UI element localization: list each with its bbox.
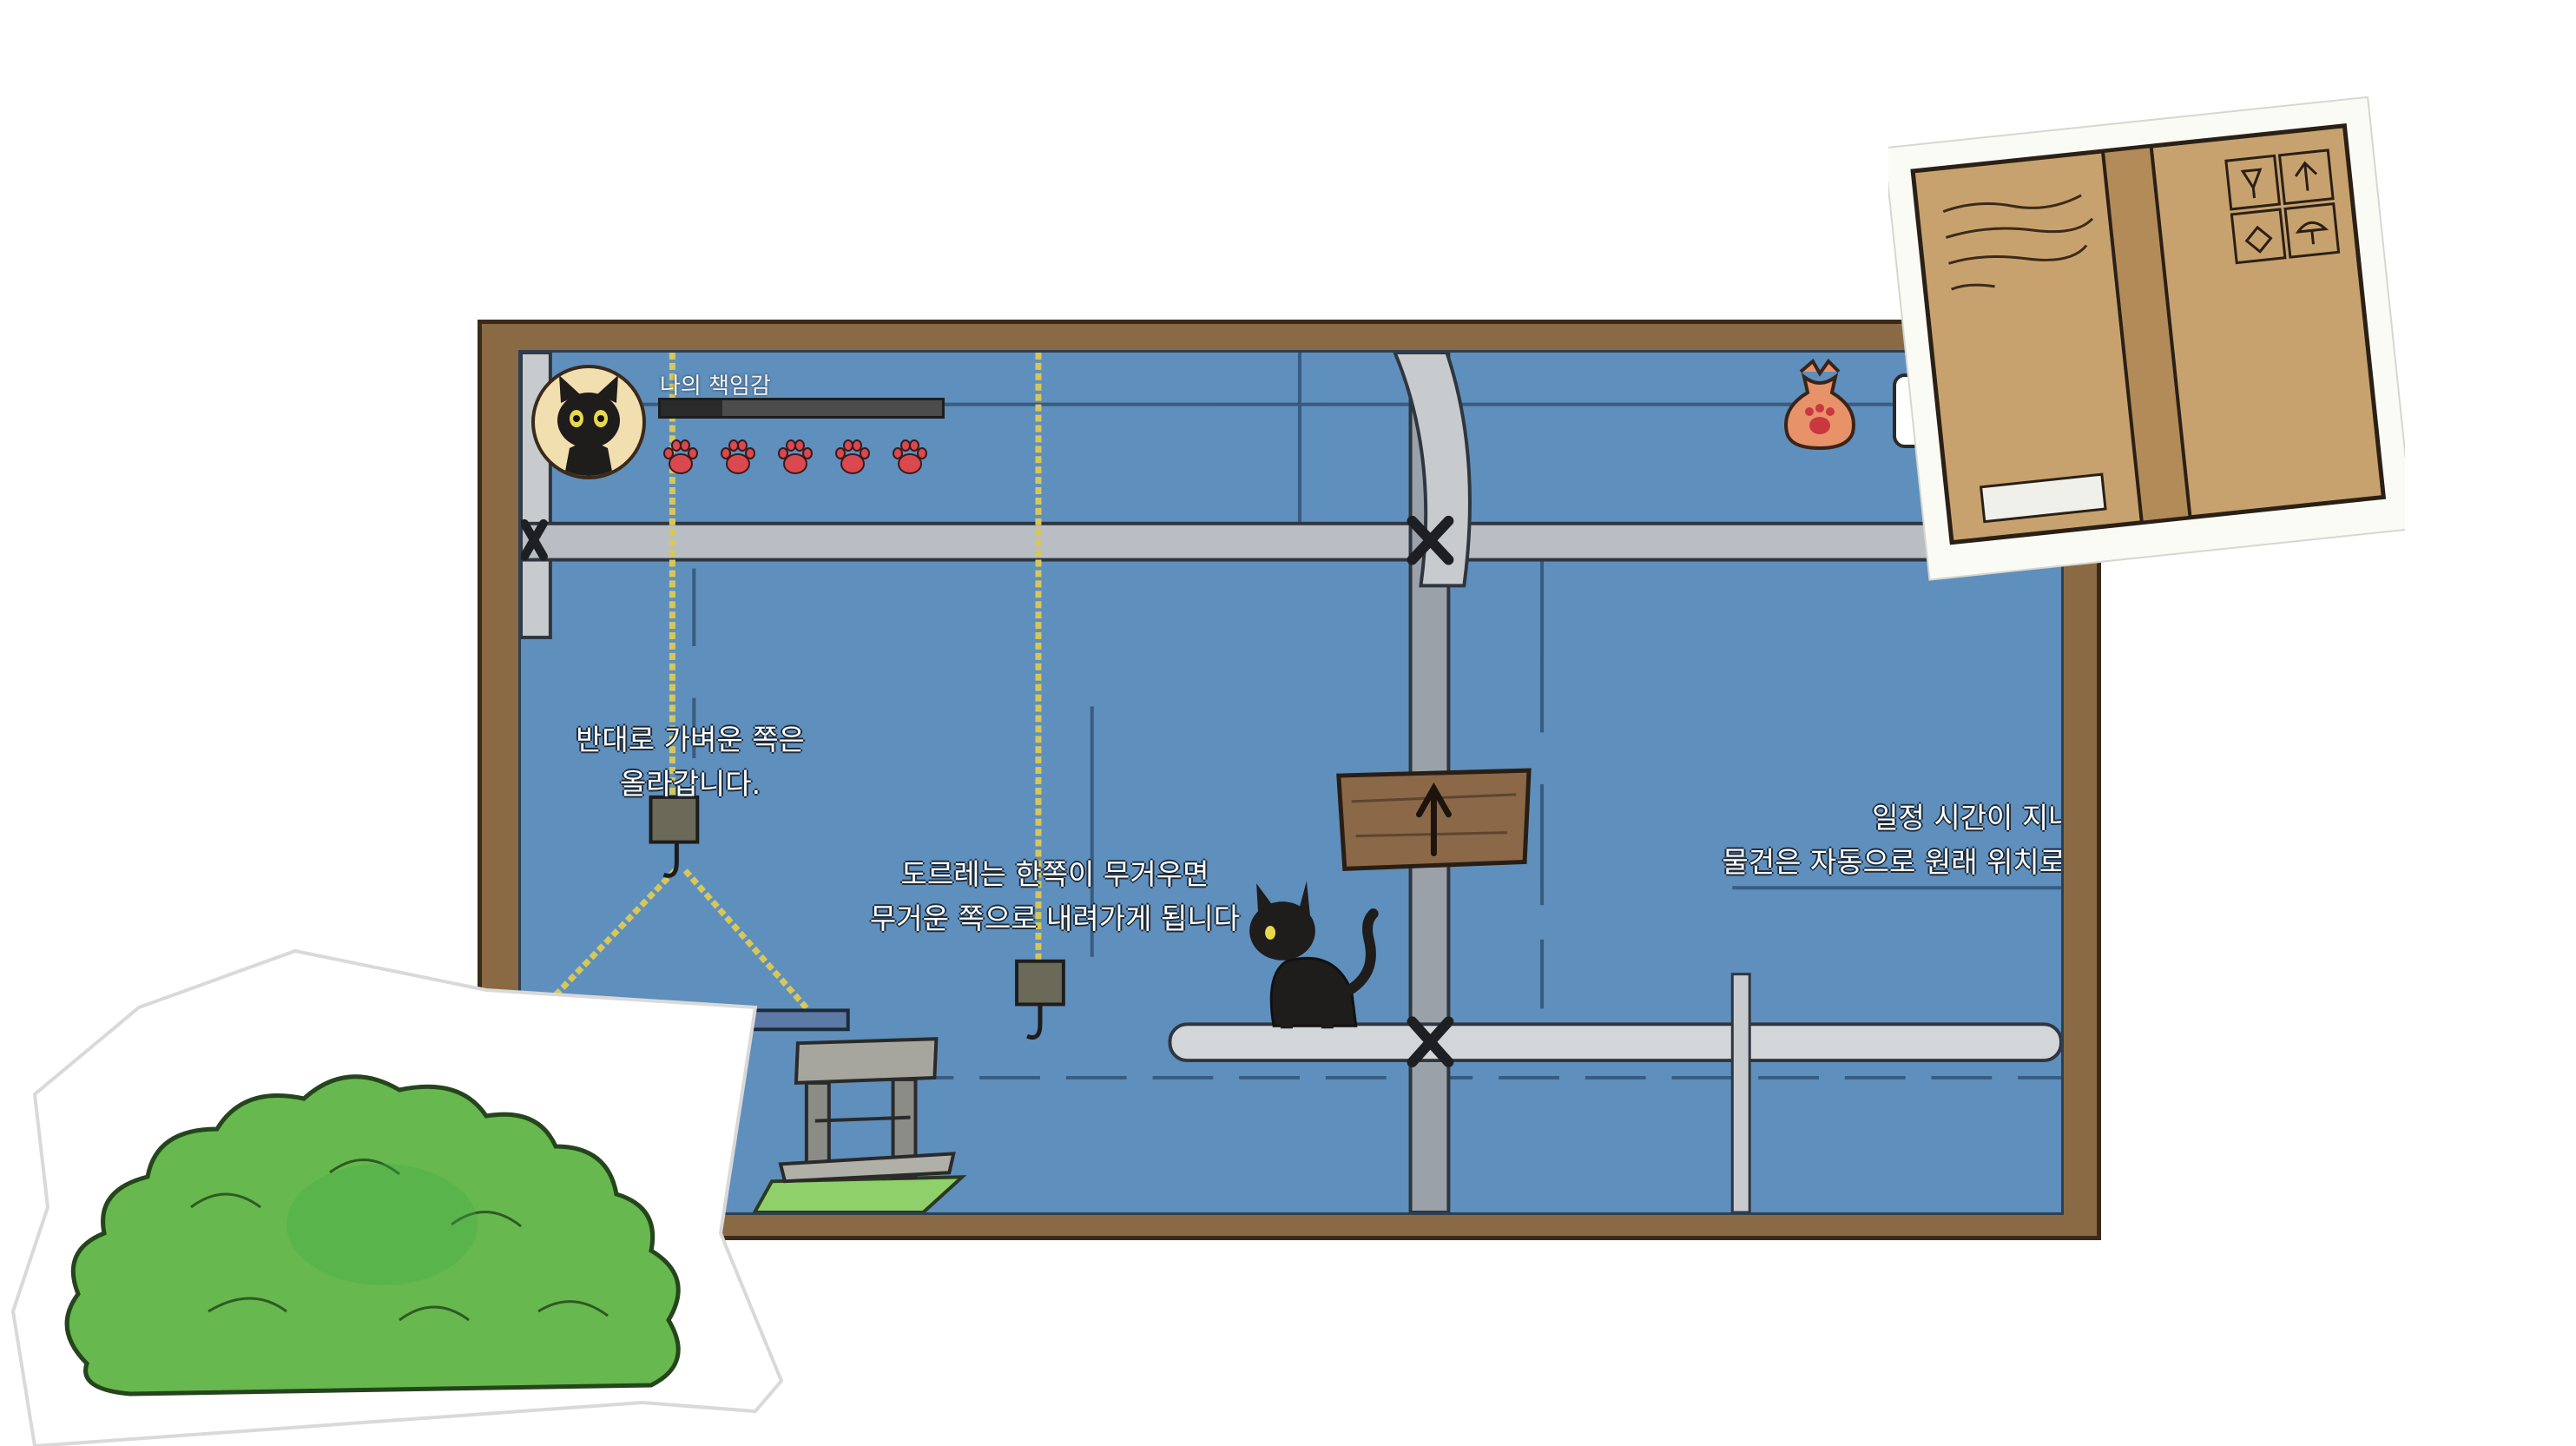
paw-life-icon [893,439,927,474]
platform-pipe [1168,1022,2061,1063]
caption-auto-reset: 일정 시간이 지나면물건은 자동으로 원래 위치로 돌 [1722,801,2064,880]
paw-lives [658,434,932,479]
pulley-block-right [1015,959,1065,1007]
hook-left [662,842,679,878]
responsibility-label: 나의 책임감 [660,373,771,399]
tape-cross-left [521,518,548,561]
stone-table [778,1037,956,1184]
pipe-horizontal-top [521,521,2061,562]
paw-bag-icon[interactable] [1778,358,1861,450]
hook-right [1026,1004,1043,1040]
handwriting-lines [1942,194,2094,291]
bush-sticker [10,948,784,1446]
paw-life-icon [663,439,698,474]
bush-highlights [190,1159,609,1322]
paw-life-icon [721,439,755,474]
tape-cross-platform [1407,1016,1454,1068]
player-avatar [531,365,646,479]
level-scene [521,353,2061,1212]
tape-cross-top [1407,515,1454,565]
pipe-bend [1393,353,1472,588]
shipping-symbols-icon [2224,149,2341,265]
pulley-block-left [649,795,700,844]
metal-post [1730,973,1751,1212]
cat-portrait-icon [557,375,620,476]
pulley-ropes [540,353,1042,1015]
paw-life-icon [835,439,870,474]
responsibility-gauge-fill [661,400,723,416]
black-cat [1249,881,1379,1029]
responsibility-gauge [658,398,945,419]
up-arrow-sign-icon [1336,768,1532,871]
paw-life-icon [778,439,813,474]
cardboard-box-photo [1888,96,2405,581]
